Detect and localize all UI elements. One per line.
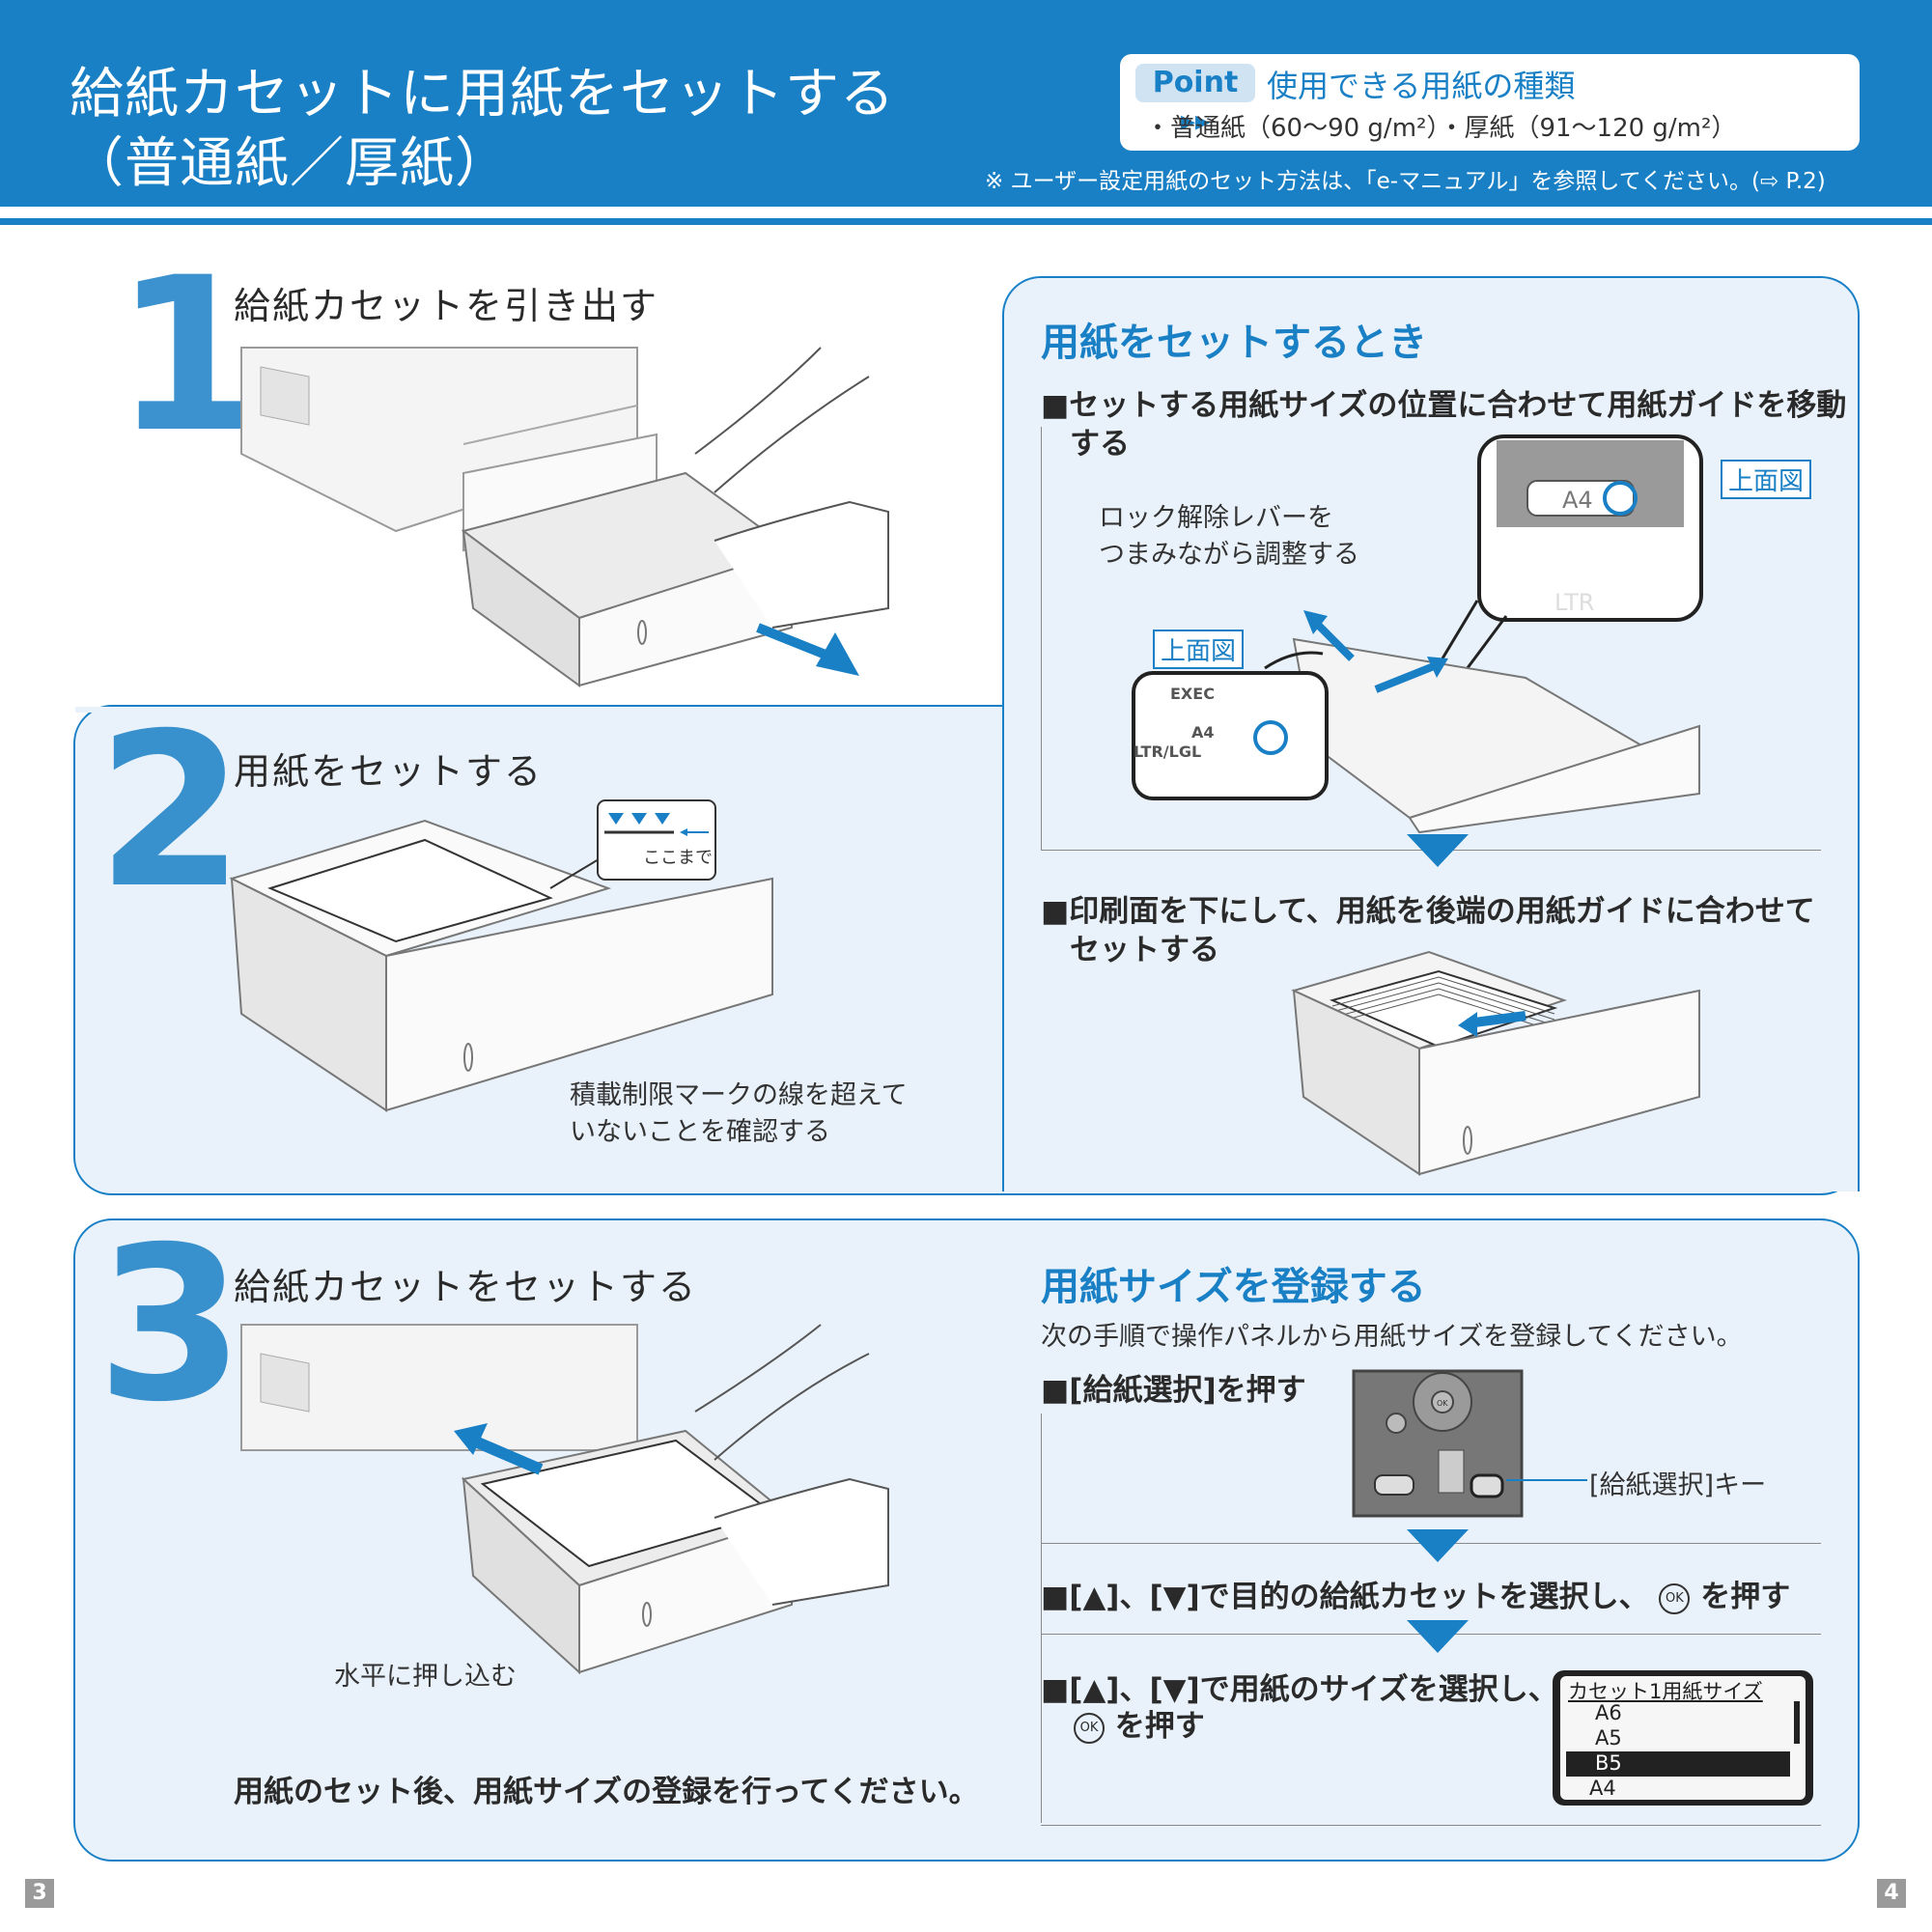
page-number-left: 3	[25, 1879, 54, 1908]
load-limit-label: ここまで	[643, 848, 713, 868]
page-number-right: 4	[1877, 1879, 1906, 1908]
register-step2-tail: を押す	[1700, 1580, 1791, 1614]
flow-arrow	[1407, 1529, 1469, 1562]
header-note: ※ ユーザー設定用紙のセット方法は、「e-マニュアル」を参照してください。(⇨ …	[985, 169, 1826, 194]
lcd-scrollbar	[1794, 1701, 1800, 1744]
key-leader-line	[1506, 1479, 1587, 1481]
ok-key-label: OK	[1437, 1399, 1448, 1408]
page-title-line1: 給紙カセットに用紙をセットする	[70, 63, 895, 126]
register-step1: ■[給紙選択]を押す	[1041, 1373, 1306, 1408]
step-connector	[1041, 1414, 1042, 1823]
step3-caption: 水平に押し込む	[334, 1662, 517, 1692]
set-paper-heading: 用紙をセットするとき	[1041, 321, 1427, 365]
flow-arrow	[1407, 1620, 1469, 1653]
guide-mark-a4-small: A4	[1191, 723, 1215, 742]
lcd-option[interactable]: A4	[1589, 1777, 1616, 1800]
lever-note-line2: つまみながら調整する	[1099, 540, 1359, 570]
guide-mark-ltr: LTR	[1554, 589, 1594, 616]
point-badge: Point ▸▸	[1135, 64, 1255, 138]
guide-mark-a4: A4	[1562, 487, 1593, 514]
control-panel-illustration: OK	[1352, 1369, 1524, 1518]
divider	[1041, 1825, 1821, 1826]
point-paper-types: ・普通紙（60〜90 g/m²）・厚紙（91〜120 g/m²）	[1145, 114, 1737, 143]
load-limit-callout	[597, 799, 716, 881]
register-step3-tail: を押す	[1114, 1709, 1205, 1744]
flow-arrow	[1407, 834, 1469, 867]
step3-title: 給紙カセットをセットする	[234, 1266, 698, 1308]
face-down-instruction-line2: セットする	[1070, 933, 1219, 967]
ok-button-icon: OK	[1659, 1582, 1691, 1614]
step1-title: 給紙カセットを引き出す	[234, 285, 659, 327]
register-intro: 次の手順で操作パネルから用紙サイズを登録してください。	[1041, 1322, 1743, 1352]
step3-number: 3	[97, 1201, 245, 1448]
register-heading: 用紙サイズを登録する	[1041, 1265, 1426, 1309]
set-paper-illustration	[229, 819, 773, 1112]
step2-number: 2	[97, 687, 245, 935]
register-step2-text: ■[▲]、[▼]で目的の給紙カセットを選択し、	[1041, 1580, 1649, 1614]
step2-caption-line1: 積載制限マークの線を超えて	[570, 1080, 908, 1110]
top-view-tag: 上面図	[1721, 460, 1812, 499]
step1-number: 1	[114, 232, 263, 479]
lcd-screen	[1560, 1676, 1806, 1800]
guide-mark-ltr-lgl: LTR/LGL	[1134, 742, 1201, 761]
insert-cassette-illustration	[240, 1324, 889, 1675]
lcd-option-selected[interactable]: B5	[1595, 1751, 1622, 1775]
guide-instruction-line1: ■セットする用紙サイズの位置に合わせて用紙ガイドを移動	[1041, 388, 1847, 423]
lcd-selection-highlight	[1566, 1751, 1790, 1777]
lcd-option[interactable]: A6	[1595, 1701, 1622, 1724]
page-title-line2: （普通紙／厚紙）	[70, 132, 510, 195]
lever-note-line1: ロック解除レバーを	[1099, 503, 1333, 533]
face-down-instruction-line1: ■印刷面を下にして、用紙を後端の用紙ガイドに合わせて	[1041, 894, 1815, 929]
register-step3-line2: OK を押す	[1074, 1701, 1205, 1745]
register-step2: ■[▲]、[▼]で目的の給紙カセットを選択し、 OK を押す	[1041, 1572, 1790, 1615]
step-connector	[1041, 427, 1042, 850]
ok-button-icon: OK	[1074, 1712, 1105, 1744]
paper-guide-illustration: A4 LTR EXEC A4 LTR/LGL	[1132, 434, 1703, 834]
step2-caption-line2: いないことを確認する	[570, 1117, 830, 1147]
pull-cassette-illustration	[240, 347, 889, 687]
lcd-option[interactable]: A5	[1595, 1726, 1622, 1750]
step2-title: 用紙をセットする	[234, 750, 544, 793]
point-title: 使用できる用紙の種類	[1267, 68, 1576, 104]
face-down-illustration	[1291, 950, 1700, 1176]
guide-mark-exec: EXEC	[1170, 685, 1215, 703]
panel-merge	[75, 707, 1002, 713]
paper-select-key-label: [給紙選択]キー	[1589, 1470, 1767, 1500]
register-step3-line1: ■[▲]、[▼]で用紙のサイズを選択し、	[1041, 1672, 1558, 1707]
guide-instruction-line2: する	[1070, 427, 1130, 462]
lcd-title: カセット1用紙サイズ	[1568, 1680, 1763, 1703]
step3-footer-note: 用紙のセット後、用紙サイズの登録を行ってください。	[234, 1775, 979, 1809]
top-view-tag: 上面図	[1153, 630, 1245, 669]
header-rule	[0, 218, 1932, 225]
